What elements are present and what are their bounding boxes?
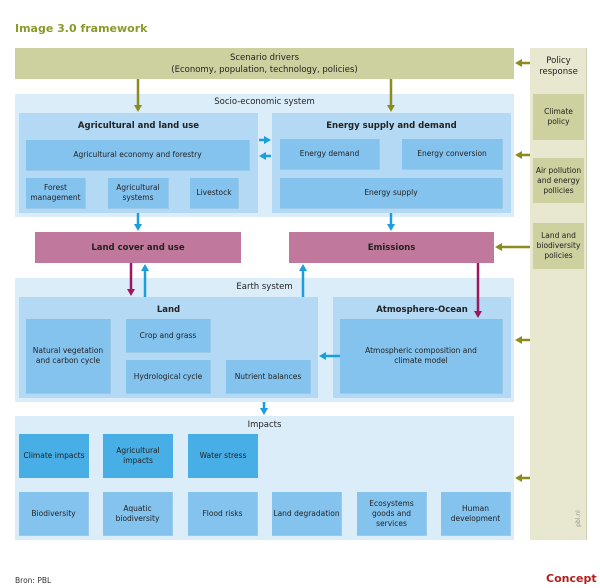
flood-risks-box: Flood risks	[188, 492, 258, 536]
agricultural-land-use-title: Agricultural and land use	[77, 121, 200, 131]
arrow-land-to-landcover	[141, 264, 149, 297]
concept-label: Concept	[546, 572, 597, 585]
atmosphere-ocean-title: Atmosphere-Ocean	[376, 305, 468, 315]
land-title: Land	[156, 305, 181, 315]
arrow-emissions-to-atmosphere	[474, 263, 482, 318]
arrow-agri-to-landcover	[134, 213, 142, 231]
emissions-box: Emissions	[289, 232, 494, 263]
arrow-policy-to-impacts	[515, 474, 530, 482]
agricultural-economy-box: Agricultural economy and forestry	[26, 140, 250, 171]
scenario-drivers-box: Scenario drivers (Economy, population, t…	[15, 48, 514, 79]
land-biodiversity-policy-box: Land and biodiversity policies	[533, 223, 584, 269]
energy-supply-box: Energy supply	[280, 178, 503, 209]
energy-supply-demand-title: Energy supply and demand	[326, 121, 457, 131]
arrow-policy-to-socio	[515, 151, 530, 159]
agricultural-impacts-box: Agricultural impacts	[103, 434, 173, 478]
arrow-landcover-to-land	[127, 263, 135, 296]
climate-policy-box: Climate policy	[533, 94, 584, 140]
aquatic-biodiversity-box: Aquatic biodiversity	[103, 492, 173, 536]
earth-system-label: Earth system	[236, 282, 293, 292]
arrow-energy-to-agri	[259, 152, 271, 160]
nutrient-balances-box: Nutrient balances	[226, 360, 311, 394]
arrow-drivers-to-energy	[387, 79, 395, 112]
water-stress-box: Water stress	[188, 434, 258, 478]
impacts-group	[15, 416, 514, 540]
forest-management-box: Forest management	[26, 178, 86, 209]
livestock-box: Livestock	[190, 178, 239, 209]
diagram-title: Image 3.0 framework	[15, 22, 148, 35]
arrow-policy-to-earth	[515, 336, 530, 344]
human-development-box: Human development	[441, 492, 511, 536]
socio-economic-label: Socio-economic system	[214, 97, 315, 107]
arrow-drivers-to-agri	[134, 79, 142, 112]
energy-demand-box: Energy demand	[280, 139, 380, 170]
impacts-label: Impacts	[247, 420, 282, 430]
arrow-energy-to-emissions	[387, 213, 395, 231]
arrow-earth-to-impacts	[260, 402, 268, 415]
atmospheric-model-box: Atmospheric composition and climate mode…	[340, 319, 503, 394]
crop-grass-box: Crop and grass	[126, 319, 211, 353]
agricultural-systems-box: Agricultural systems	[108, 178, 169, 209]
ecosystems-services-box: Ecosystems goods and services	[357, 492, 427, 536]
land-degradation-box: Land degradation	[272, 492, 342, 536]
natural-vegetation-box: Natural vegetation and carbon cycle	[26, 319, 111, 394]
land-cover-use-box: Land cover and use	[35, 232, 241, 263]
scenario-drivers-title: Scenario drivers	[229, 52, 300, 63]
climate-impacts-box: Climate impacts	[19, 434, 89, 478]
arrow-land-to-emissions	[299, 264, 307, 297]
source-note: Bron: PBL	[15, 576, 52, 585]
air-pollution-policy-box: Air pollution and energy pollicies	[533, 158, 584, 203]
energy-conversion-box: Energy conversion	[402, 139, 503, 170]
arrow-atmosphere-to-land	[319, 352, 340, 360]
hydrological-cycle-box: Hydrological cycle	[126, 360, 211, 394]
arrow-agri-to-energy	[259, 136, 271, 144]
arrow-policy-to-emissions	[495, 243, 530, 251]
biodiversity-box: Biodiversity	[19, 492, 89, 536]
arrow-policy-to-drivers	[515, 59, 530, 67]
scenario-drivers-subtitle: (Economy, population, technology, polici…	[171, 64, 358, 75]
policy-response-title: Policy response	[539, 56, 578, 77]
